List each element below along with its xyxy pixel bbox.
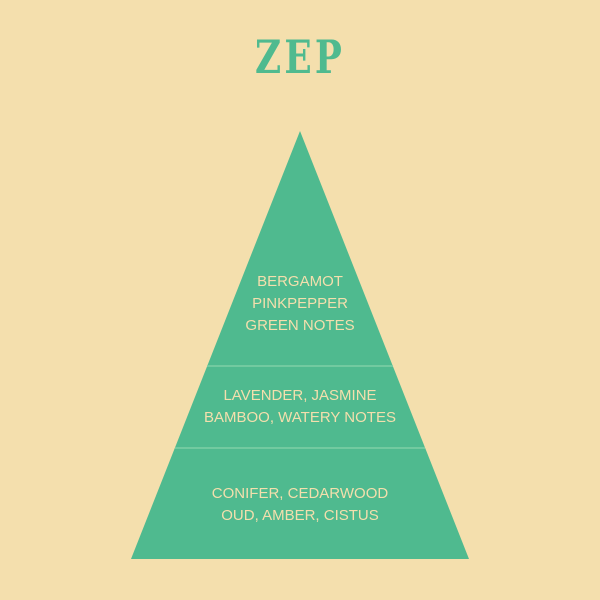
- note-line: BAMBOO, WATERY NOTES: [204, 409, 396, 426]
- note-line: BERGAMOT: [257, 273, 343, 290]
- note-line: OUD, AMBER, CISTUS: [221, 507, 379, 524]
- note-line: LAVENDER, JASMINE: [223, 387, 377, 404]
- note-line: GREEN NOTES: [245, 317, 355, 334]
- pyramid-shape: [131, 131, 469, 559]
- note-line: CONIFER, CEDARWOOD: [211, 485, 389, 502]
- note-line: PINKPEPPER: [252, 295, 348, 312]
- base-notes: CONIFER, CEDARWOOD OUD, AMBER, CISTUS: [0, 483, 600, 527]
- heart-notes: LAVENDER, JASMINE BAMBOO, WATERY NOTES: [0, 385, 600, 429]
- brand-title: ZEP: [255, 30, 345, 84]
- top-notes: BERGAMOT PINKPEPPER GREEN NOTES: [0, 271, 600, 337]
